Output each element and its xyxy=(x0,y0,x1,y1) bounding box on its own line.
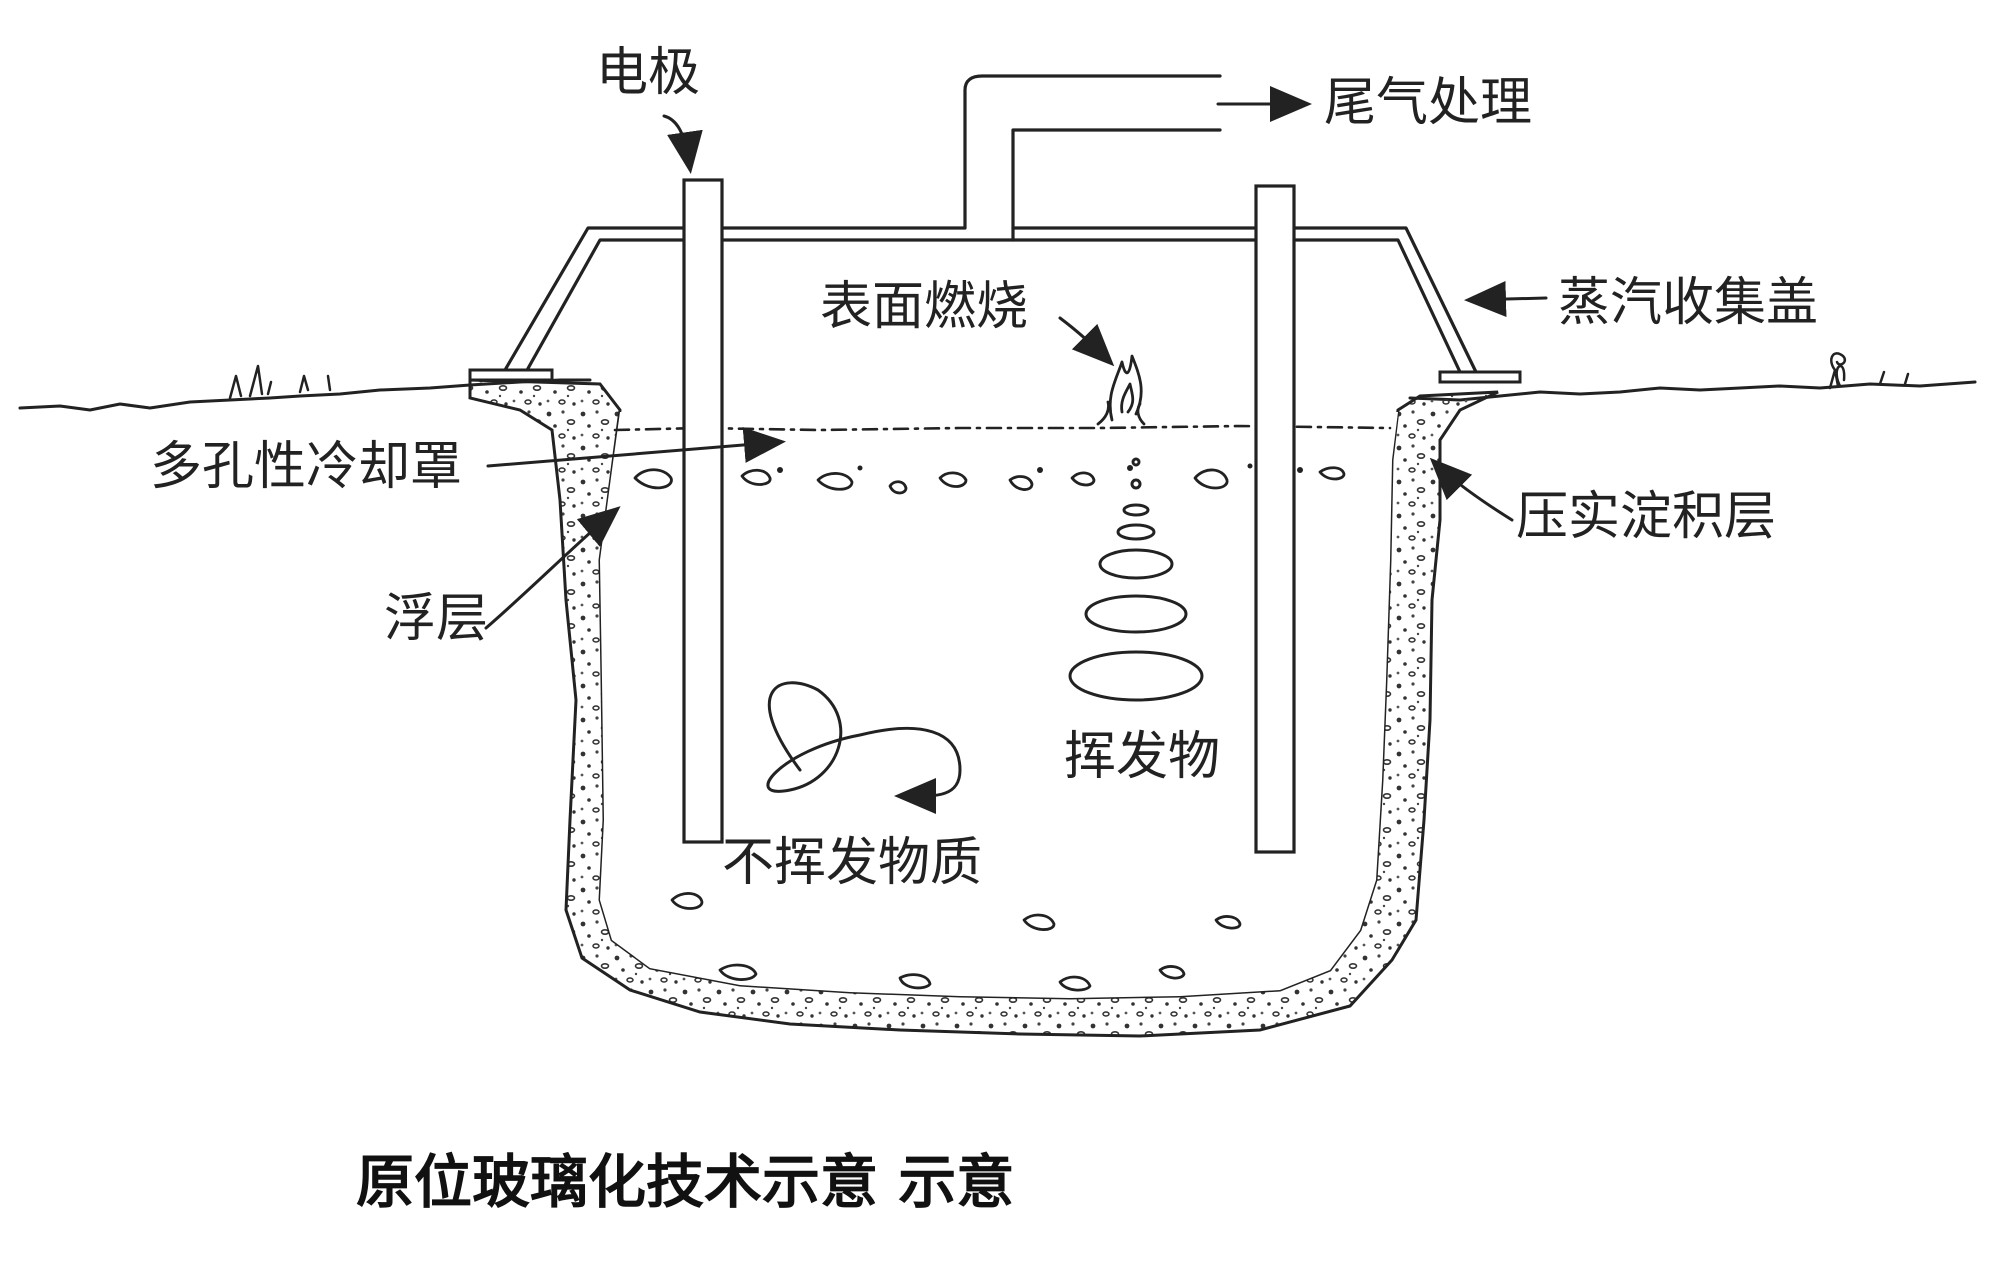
electrode-left xyxy=(682,178,724,844)
electrode-right xyxy=(1254,184,1296,854)
soil-pit xyxy=(468,378,1499,1038)
label-vapor-hood: 蒸汽收集盖 xyxy=(1558,273,1818,333)
convection-loop xyxy=(766,681,962,815)
ground-surface xyxy=(18,352,1977,412)
leader-arrows xyxy=(484,86,1548,630)
volatiles-bubbles xyxy=(1068,457,1204,702)
label-volatiles: 挥发物 xyxy=(1064,727,1220,787)
flame-icon xyxy=(1096,354,1146,426)
label-exhaust-treatment: 尾气处理 xyxy=(1324,73,1532,133)
label-floating-layer: 浮层 xyxy=(384,589,488,649)
label-porous-cooling-cover: 多孔性冷却罩 xyxy=(150,437,462,497)
label-compacted-deposit: 压实淀积层 xyxy=(1516,487,1776,547)
label-electrode: 电极 xyxy=(596,43,700,103)
vapor-hood xyxy=(468,74,1522,384)
label-surface-combustion: 表面燃烧 xyxy=(820,277,1028,337)
figure-caption: 原位玻璃化技术示意 示意 xyxy=(356,1148,1014,1216)
label-nonvolatiles: 不挥发物质 xyxy=(722,833,982,893)
